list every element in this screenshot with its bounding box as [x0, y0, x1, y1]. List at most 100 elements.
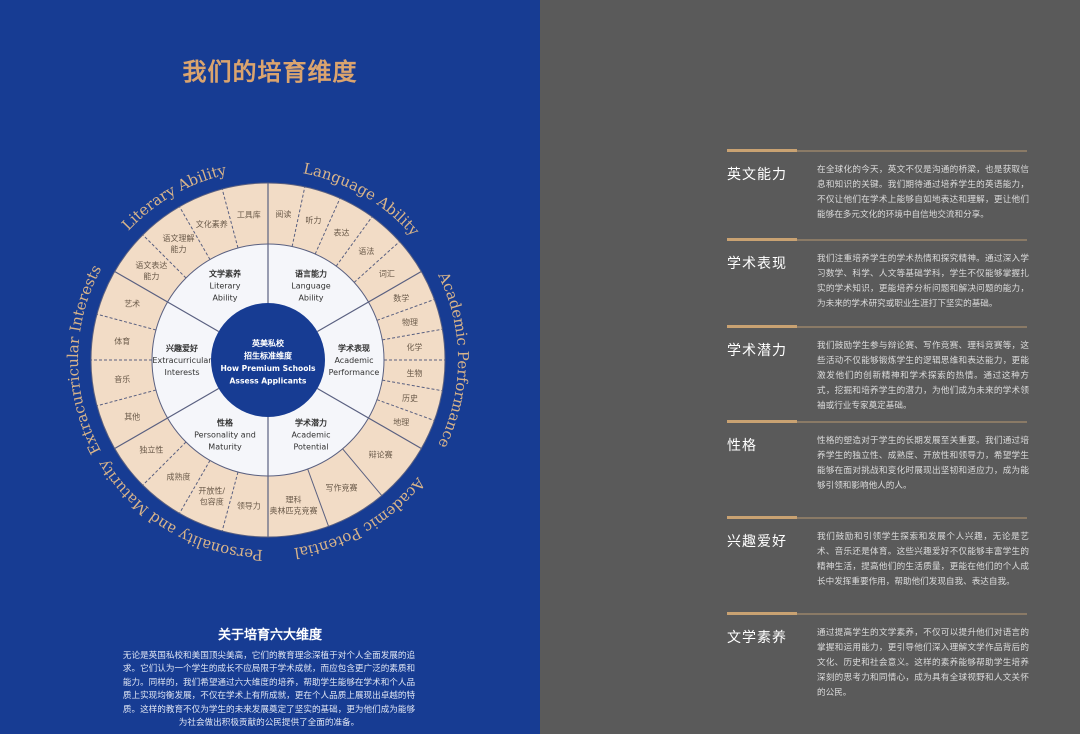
section-title: 英文能力	[727, 167, 787, 183]
section-divider	[727, 238, 1027, 241]
section-body: 性格的塑造对于学生的长期发展至关重要。我们通过培养学生的独立性、成熟度、开放性和…	[817, 436, 1029, 491]
dimension-item: 文化素养	[196, 219, 228, 229]
section-divider	[727, 325, 1027, 328]
dimension-name-en: Ability	[298, 294, 323, 303]
section-academic-potential: 学术潜力 我们鼓励学生参与辩论赛、写作竞赛、理科竞赛等，这些活动不仅能够锻炼学生…	[727, 325, 1029, 411]
item-divider	[96, 389, 157, 407]
item-divider	[376, 399, 435, 422]
dimension-item: 领导力	[237, 501, 261, 511]
dimension-item: 能力	[143, 271, 159, 281]
right-panel: 英文能力 在全球化的今天，英文不仅是沟通的桥梁，也是获取信息和知识的关键。我们期…	[540, 0, 1080, 734]
sector-divider	[114, 270, 219, 333]
item-divider	[221, 188, 239, 249]
section-title: 学术表现	[727, 256, 787, 272]
dimension-name-en: Academic	[334, 356, 373, 365]
item-divider	[382, 328, 443, 341]
dimension-name-en: Language	[291, 282, 331, 291]
dimension-item: 奥林匹克竞赛	[270, 505, 318, 515]
item-divider	[221, 471, 239, 532]
section-divider	[727, 612, 1027, 615]
dimension-item: 写作竞赛	[326, 482, 358, 492]
dimension-item: 体育	[114, 336, 130, 346]
section-title: 性格	[727, 438, 757, 454]
dimension-name-en: Literary	[210, 282, 241, 291]
section-divider	[727, 516, 1027, 519]
dimension-item: 开放性/	[198, 485, 225, 495]
dimension-name-cn: 文学素养	[209, 269, 241, 279]
dimension-item: 工具库	[237, 209, 261, 219]
dimension-name-en: Personality and	[194, 430, 256, 439]
dimension-item: 艺术	[124, 299, 140, 309]
about-body: 无论是英国私校和美国顶尖美高，它们的教育理念深植于对个人全面发展的追求。它们认为…	[122, 651, 416, 729]
item-divider	[142, 234, 187, 279]
dimension-item: 语法	[358, 246, 374, 256]
item-divider	[353, 241, 400, 283]
section-interests: 兴趣爱好 我们鼓励和引领学生探索和发展个人兴趣，无论是艺术、音乐还是体育。这些兴…	[727, 516, 1029, 587]
item-divider	[307, 468, 330, 527]
section-personality: 性格 性格的塑造对于学生的长期发展至关重要。我们通过培养学生的独立性、成熟度、开…	[727, 420, 1029, 491]
dimension-item: 独立性	[139, 444, 163, 454]
section-body: 我们注重培养学生的学术热情和探究精神。通过深入学习数学、科学、人文等基础学科，学…	[817, 254, 1029, 309]
dimension-item: 历史	[402, 393, 418, 403]
dimension-item: 包容度	[200, 496, 224, 506]
section-literary: 文学素养 通过提高学生的文学素养，不仅可以提升他们对语言的掌握和运用能力，更引导…	[727, 612, 1029, 698]
dimension-item: 表达	[334, 228, 350, 238]
item-divider	[291, 186, 306, 247]
item-divider	[335, 216, 373, 267]
item-divider	[179, 206, 211, 260]
item-divider	[376, 298, 435, 321]
section-title: 兴趣爱好	[727, 534, 787, 550]
dimension-name-en: Maturity	[208, 442, 242, 451]
center-label: 招生标准维度	[244, 351, 293, 361]
dimension-item: 阅读	[275, 209, 291, 219]
dimension-name-en: Academic	[291, 430, 330, 439]
dimension-item: 语文表达	[135, 260, 167, 270]
dimension-item: 辩论赛	[369, 449, 393, 459]
item-divider	[342, 448, 383, 496]
item-divider	[314, 198, 341, 255]
page-title: 我们的培育维度	[182, 58, 358, 86]
item-divider	[382, 379, 443, 392]
dimension-item: 数学	[393, 293, 409, 303]
dimension-name-en: Ability	[212, 294, 237, 303]
sector-divider	[317, 387, 422, 450]
dimension-item: 其他	[124, 411, 140, 421]
dimension-name-cn: 语言能力	[295, 269, 327, 279]
dimension-name-en: Potential	[293, 442, 328, 451]
dimension-name-cn: 学术潜力	[295, 417, 327, 427]
center-label: How Premium Schools	[220, 364, 316, 373]
section-english: 英文能力 在全球化的今天，英文不仅是沟通的桥梁，也是获取信息和知识的关键。我们期…	[727, 149, 1029, 220]
dimension-name-cn: 兴趣爱好	[166, 343, 198, 353]
dimension-name-cn: 性格	[217, 417, 234, 427]
dimension-item: 物理	[402, 317, 418, 327]
center-circle	[211, 303, 325, 417]
section-academic-performance: 学术表现 我们注重培养学生的学术热情和探究精神。通过深入学习数学、科学、人文等基…	[727, 238, 1029, 309]
section-title: 文学素养	[727, 630, 787, 646]
dimension-item: 生物	[406, 368, 422, 378]
center-label: Assess Applicants	[230, 377, 307, 386]
about-title: 关于培育六大维度	[217, 628, 322, 643]
section-body: 我们鼓励学生参与辩论赛、写作竞赛、理科竞赛等，这些活动不仅能够锻炼学生的逻辑思维…	[817, 341, 1029, 411]
dimension-item: 词汇	[379, 270, 395, 279]
dimension-item: 地理	[393, 417, 409, 427]
dimension-name-en: Interests	[165, 368, 200, 377]
dimension-item: 理科	[286, 494, 302, 504]
section-divider	[727, 149, 1027, 152]
section-title: 学术潜力	[727, 343, 787, 359]
item-divider	[142, 441, 187, 486]
dimension-item: 听力	[305, 215, 321, 225]
dimension-item: 语文理解	[163, 233, 195, 243]
section-body: 通过提高学生的文学素养，不仅可以提升他们对语言的掌握和运用能力，更引导他们深入理…	[817, 628, 1029, 698]
section-body: 我们鼓励和引领学生探索和发展个人兴趣，无论是艺术、音乐还是体育。这些兴趣爱好不仅…	[817, 532, 1029, 587]
dimension-name-cn: 学术表现	[338, 343, 370, 353]
dimension-name-en: Extracurricular	[152, 356, 212, 365]
dimension-item: 音乐	[114, 374, 130, 384]
sector-divider	[114, 387, 219, 450]
dimension-name-en: Performance	[329, 368, 380, 377]
item-divider	[179, 460, 211, 514]
dimension-item: 能力	[171, 244, 187, 254]
dimension-item: 化学	[406, 342, 422, 352]
item-divider	[96, 313, 157, 331]
